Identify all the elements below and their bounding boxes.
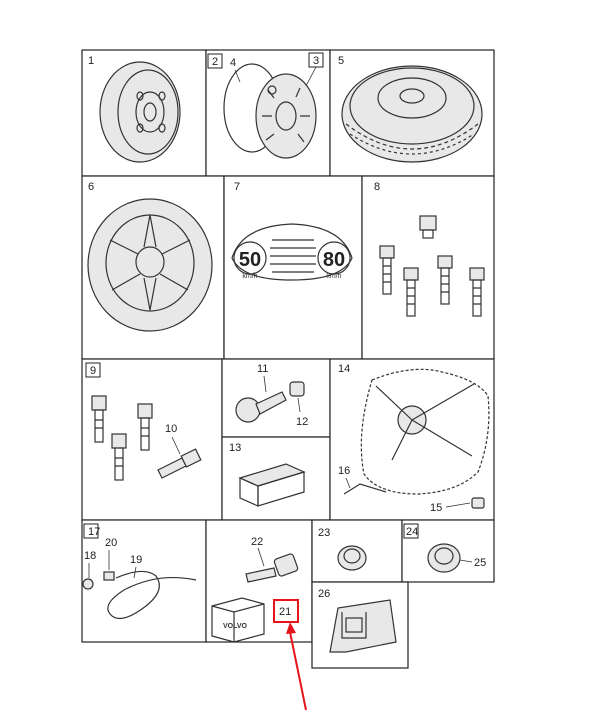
tpms-drawing: VOLVO <box>211 547 299 643</box>
label-15: 15 <box>430 502 442 514</box>
volvo-box-brand: VOLVO <box>223 623 248 630</box>
snow-chain-drawing <box>343 368 490 509</box>
label-17: 17 <box>88 526 100 538</box>
label-13: 13 <box>229 442 241 454</box>
label-24: 24 <box>406 526 418 538</box>
bracket-26-drawing <box>329 599 397 653</box>
label-25: 25 <box>474 557 486 569</box>
label-21: 21 <box>279 606 291 618</box>
cell-valve <box>221 358 331 438</box>
cap-23-drawing <box>337 545 367 571</box>
label-19: 19 <box>130 554 142 566</box>
highlight-box-21 <box>273 599 299 623</box>
label-5: 5 <box>338 55 344 67</box>
label-7: 7 <box>234 181 240 193</box>
label-20: 20 <box>105 537 117 549</box>
label-3: 3 <box>313 55 319 67</box>
valve-drawing <box>235 375 305 423</box>
label-11: 11 <box>257 363 268 375</box>
box-13-drawing <box>238 463 306 507</box>
label-23: 23 <box>318 527 330 539</box>
speed-left-value: 50 <box>239 249 261 271</box>
wheel-bolts-drawing <box>379 215 485 317</box>
speed-sticker-drawing: 50 80 km/h km/h <box>231 223 353 281</box>
label-box-24 <box>403 523 419 539</box>
cell-strap <box>81 519 207 643</box>
steel-wheel-drawing <box>99 61 181 163</box>
speed-left-unit: km/h <box>242 273 257 280</box>
highlight-arrow-line <box>289 631 307 711</box>
label-box-17 <box>83 523 99 539</box>
label-6: 6 <box>88 181 94 193</box>
label-14: 14 <box>338 363 350 375</box>
label-4: 4 <box>230 57 236 69</box>
spare-tire-drawing <box>341 65 483 163</box>
cap-24-drawing <box>427 543 473 573</box>
label-1: 1 <box>88 55 94 67</box>
label-22: 22 <box>251 536 263 548</box>
speed-right-unit: km/h <box>326 273 341 280</box>
label-9: 9 <box>90 365 96 377</box>
strap-drawing <box>82 550 197 620</box>
highlight-arrow-head <box>286 622 296 634</box>
hubcap-drawing <box>223 63 317 159</box>
label-10: 10 <box>165 423 177 435</box>
speed-right-value: 80 <box>323 249 345 271</box>
label-26: 26 <box>318 588 330 600</box>
label-box-2 <box>207 53 223 69</box>
cell-snow-chain <box>329 358 495 521</box>
label-12: 12 <box>296 416 308 428</box>
label-8: 8 <box>374 181 380 193</box>
alloy-wheel-drawing <box>87 198 213 332</box>
label-16: 16 <box>338 465 350 477</box>
label-2: 2 <box>212 56 218 68</box>
label-18: 18 <box>84 550 96 562</box>
label-box-9 <box>85 362 101 378</box>
cell-speed-sticker <box>223 175 363 360</box>
lock-bolts-drawing <box>91 395 202 481</box>
